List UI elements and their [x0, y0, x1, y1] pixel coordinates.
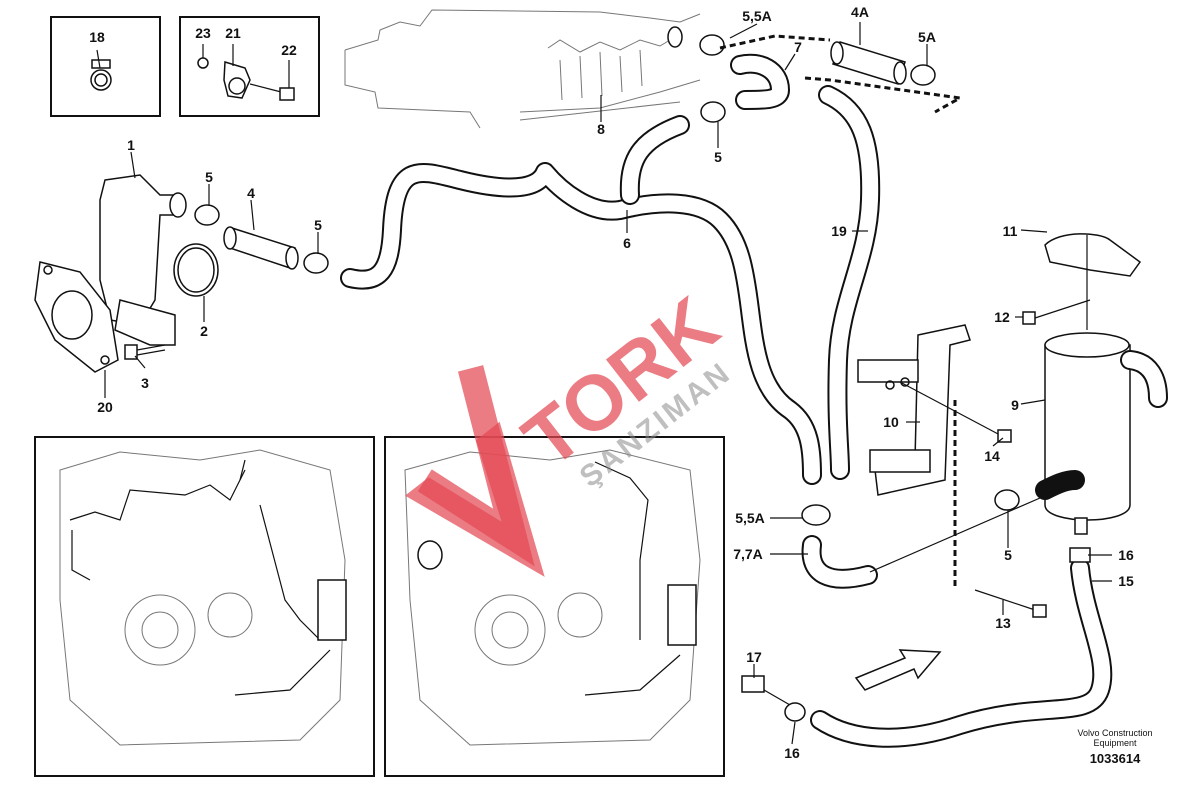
- label-6: 6: [623, 235, 631, 251]
- part-19-hose: [818, 85, 881, 480]
- label-23: 23: [195, 25, 211, 41]
- label-10: 10: [883, 414, 899, 430]
- engine-outline-sketch: [344, 9, 701, 129]
- label-5-c: 5: [714, 149, 722, 165]
- footer-caption: Volvo Construction Equipment 1033614: [1077, 728, 1152, 766]
- label-19: 19: [831, 223, 847, 239]
- label-5a: 5A: [918, 29, 936, 45]
- part-17-fitting: [741, 675, 806, 722]
- label-5-b: 5: [314, 217, 322, 233]
- inset-engine-view-left: [34, 436, 375, 777]
- label-16-b: 16: [784, 745, 800, 761]
- label-7: 7: [794, 39, 802, 55]
- label-20: 20: [97, 399, 113, 415]
- callout-labels: 18 23 21 22 1 5 4 5 2 3 20 6 8 5 7 5,5A …: [89, 4, 1134, 761]
- part-2-gasket: [173, 243, 219, 297]
- label-13: 13: [995, 615, 1011, 631]
- label-15: 15: [1118, 573, 1134, 589]
- label-18: 18: [89, 29, 105, 45]
- label-7-7a: 7,7A: [733, 546, 763, 562]
- footer-maker-line2: Equipment: [1093, 738, 1137, 748]
- clamps-5: [194, 34, 1020, 526]
- label-1: 1: [127, 137, 135, 153]
- inset-engine-view-right: [384, 436, 725, 777]
- part-4a-hose: [830, 41, 907, 85]
- label-2: 2: [200, 323, 208, 339]
- label-5-5a-bottom: 5,5A: [735, 510, 765, 526]
- part-20-flange: [34, 261, 119, 373]
- label-21: 21: [225, 25, 241, 41]
- part-13-bolt: [953, 400, 1047, 618]
- part-6-hose: [340, 115, 822, 485]
- part-10-bracket: [857, 324, 971, 496]
- label-8: 8: [597, 121, 605, 137]
- part-12-bolt: [1022, 299, 1091, 325]
- inset-box-18: [50, 16, 161, 117]
- label-5-a: 5: [205, 169, 213, 185]
- part-4-hose: [223, 226, 299, 270]
- label-22: 22: [281, 42, 297, 58]
- label-12: 12: [994, 309, 1010, 325]
- dashed-leaders-top: [719, 34, 965, 114]
- footer-maker: Volvo Construction: [1077, 728, 1152, 738]
- part-1-elbow: [99, 174, 187, 346]
- label-4: 4: [247, 185, 255, 201]
- part-3-bolt: [124, 344, 166, 360]
- label-5-d: 5: [1004, 547, 1012, 563]
- footer-ref-number: 1033614: [1090, 751, 1141, 766]
- leader-lines: [96, 22, 1112, 745]
- label-4a: 4A: [851, 4, 869, 20]
- part-15-drain-hose: [810, 547, 1113, 748]
- label-16-a: 16: [1118, 547, 1134, 563]
- label-17: 17: [746, 649, 762, 665]
- label-3: 3: [141, 375, 149, 391]
- part-11-band: [1044, 233, 1142, 330]
- part-7-elbow: [667, 26, 790, 110]
- label-11: 11: [1003, 223, 1018, 239]
- direction-arrow: [854, 649, 942, 691]
- part-9-separator: [1035, 332, 1168, 535]
- label-14: 14: [984, 448, 1000, 464]
- label-5-5a-top: 5,5A: [742, 8, 772, 24]
- label-9: 9: [1011, 397, 1019, 413]
